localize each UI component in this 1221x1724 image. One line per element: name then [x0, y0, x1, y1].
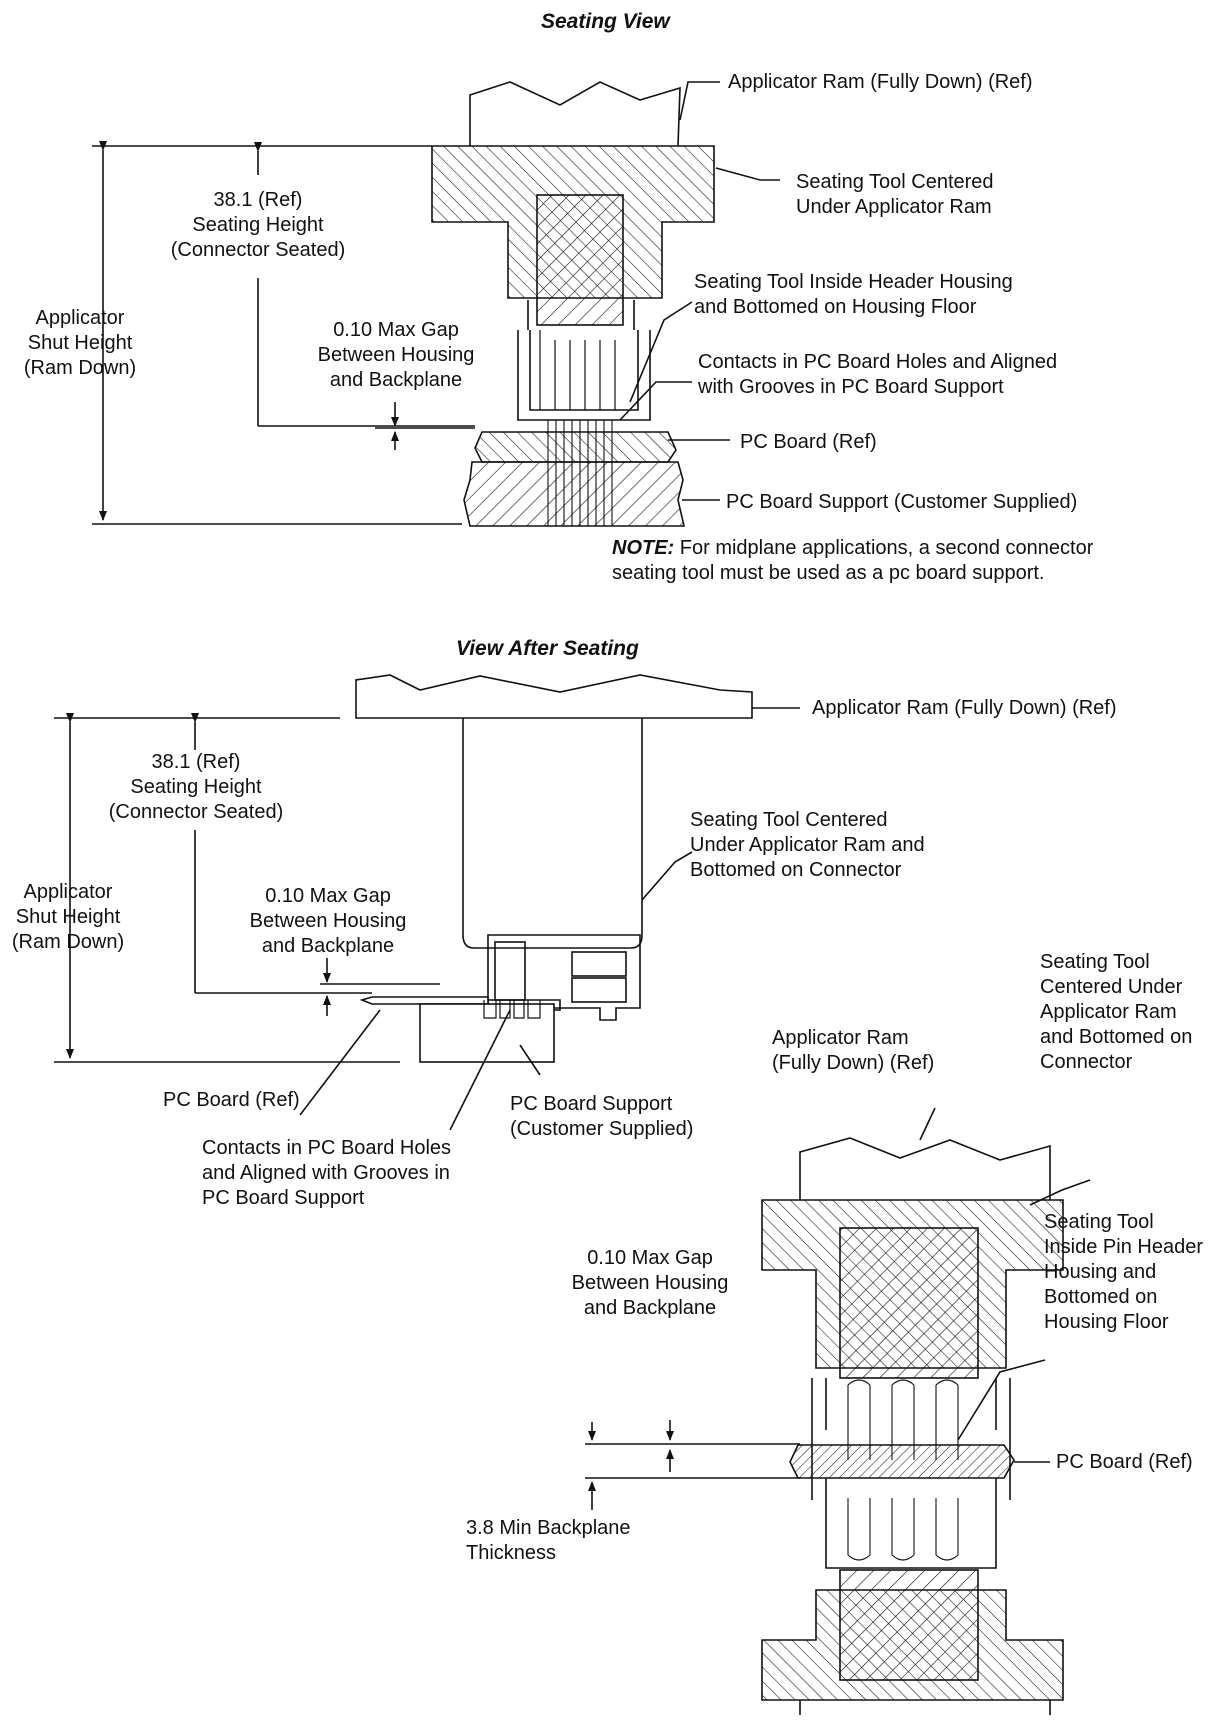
seating-view-applicator-ram: [469, 81, 681, 147]
after-view-pcb-label: PC Board (Ref): [163, 1089, 300, 1111]
midplane-pc-board: [789, 1444, 1015, 1479]
note-text: For midplane applications, a second conn…: [612, 537, 1094, 584]
after-view-leaders: [299, 707, 800, 1131]
after-view-support-label: PC Board Support (Customer Supplied): [510, 1093, 694, 1140]
midplane-leaders: [919, 1107, 1091, 1463]
after-view-seating-height: 38.1 (Ref) Seating Height (Connector Sea…: [108, 751, 284, 823]
midplane-gap-label: 0.10 Max Gap Between Housing and Backpla…: [571, 1247, 729, 1319]
midplane-lower-housing: [825, 1478, 997, 1569]
seating-view-pcb-label: PC Board (Ref): [740, 431, 877, 453]
midplane-inside-label: Seating Tool Inside Pin Header Housing a…: [1044, 1211, 1203, 1333]
midplane-dimensions: [585, 1420, 800, 1510]
midplane-thickness-label: 3.8 Min Backplane Thickness: [466, 1517, 631, 1564]
seating-view-tool-label: Seating Tool Centered Under Applicator R…: [796, 171, 994, 218]
seating-view-ram-label: Applicator Ram (Fully Down) (Ref): [728, 71, 1033, 93]
after-view-title: View After Seating: [456, 637, 639, 660]
midplane-ram-label: Applicator Ram (Fully Down) (Ref): [772, 1027, 935, 1074]
seating-view-gap-label: 0.10 Max Gap Between Housing and Backpla…: [317, 319, 475, 391]
seating-view-note: NOTE: For midplane applications, a secon…: [612, 536, 1093, 586]
midplane-top-seating-tool: [761, 1199, 1064, 1379]
midplane-tool-label: Seating Tool Centered Under Applicator R…: [1040, 951, 1193, 1073]
seating-view-shut-height: Applicator Shut Height (Ram Down): [23, 307, 137, 379]
after-view-ram-label: Applicator Ram (Fully Down) (Ref): [812, 697, 1117, 719]
midplane-pcb-label: PC Board (Ref): [1056, 1451, 1193, 1473]
midplane-bottom-seating-tool: [761, 1569, 1064, 1715]
seating-view-dimensions: [92, 141, 475, 525]
note-label: NOTE:: [612, 537, 675, 559]
seating-view-seating-tool: [431, 145, 715, 326]
midplane-top-ram: [799, 1137, 1051, 1200]
seating-view-leaders: [619, 81, 780, 501]
seating-view-header-housing: [517, 300, 651, 421]
seating-view-seating-height: 38.1 (Ref) Seating Height (Connector Sea…: [170, 189, 346, 261]
midplane-header-housing: [811, 1378, 1011, 1500]
after-view-dimensions: [54, 713, 440, 1063]
after-view-applicator-ram: [355, 674, 753, 719]
seating-view-support-label: PC Board Support (Customer Supplied): [726, 491, 1078, 513]
after-view-pc-board: [359, 996, 489, 1005]
after-view-shut-height: Applicator Shut Height (Ram Down): [11, 881, 125, 953]
after-view-gap-label: 0.10 Max Gap Between Housing and Backpla…: [249, 885, 407, 957]
seating-view-contacts-label: Contacts in PC Board Holes and Aligned w…: [698, 351, 1058, 398]
after-view-tool-label: Seating Tool Centered Under Applicator R…: [690, 809, 925, 881]
after-view-contacts-label: Contacts in PC Board Holes and Aligned w…: [202, 1137, 452, 1209]
seating-view-pc-board: [474, 431, 677, 463]
seating-view-title: Seating View: [541, 10, 670, 33]
seating-view-inside-label: Seating Tool Inside Header Housing and B…: [694, 271, 1013, 318]
after-view-pc-board-support: [419, 1000, 555, 1063]
seating-view-pc-board-support: [463, 420, 686, 527]
after-view-seating-tool: [462, 718, 643, 949]
